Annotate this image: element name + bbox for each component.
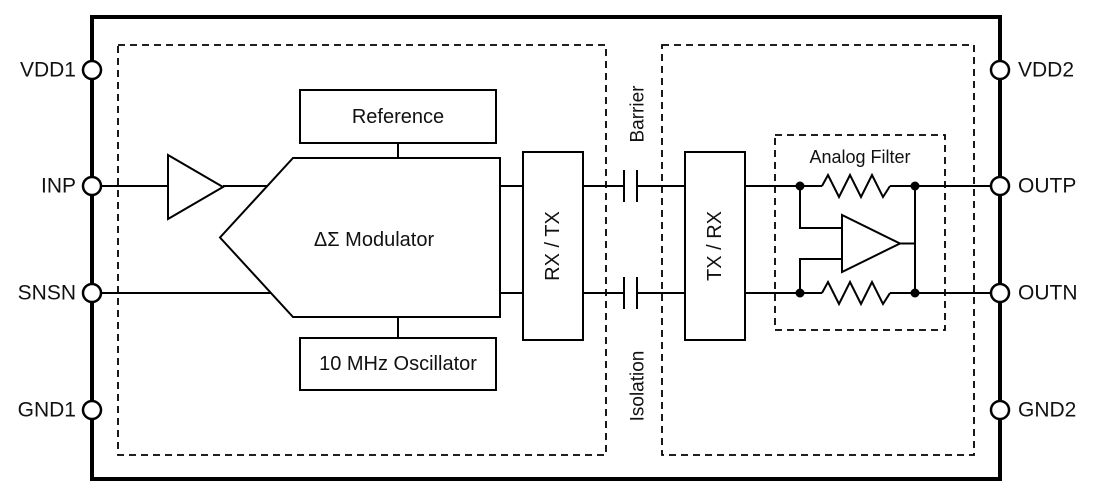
tx-rx-label: TX / RX <box>704 211 726 281</box>
reference-block <box>299 89 497 144</box>
reference-label: Reference <box>352 106 444 128</box>
pin-label-inp: INP <box>41 175 76 198</box>
pin-label-gnd2: GND2 <box>1018 399 1076 422</box>
oscillator-block <box>299 337 497 391</box>
pin-vdd1 <box>81 59 103 81</box>
junction-dot <box>795 288 805 298</box>
pin-inp <box>81 175 103 197</box>
pin-outn <box>989 282 1011 304</box>
junction-dot <box>910 288 920 298</box>
junction-dot <box>910 181 920 191</box>
wire-opamp-input-bottom <box>799 258 842 293</box>
oscillator-label: 10 MHz Oscillator <box>319 353 477 375</box>
tx-rx-block <box>684 151 746 341</box>
pin-label-snsn: SNSN <box>18 282 76 305</box>
pin-label-outn: OUTN <box>1018 282 1078 305</box>
pin-vdd2 <box>989 59 1011 81</box>
pin-label-vdd1: VDD1 <box>20 59 76 82</box>
left-pins: VDD1 INP SNSN GND1 <box>18 59 103 422</box>
pin-gnd1 <box>81 399 103 421</box>
analog-filter-block <box>774 134 946 331</box>
pin-label-gnd1: GND1 <box>18 399 76 422</box>
rx-tx-label: RX / TX <box>542 211 564 281</box>
delta-sigma-modulator-block <box>218 157 501 318</box>
rx-tx-block <box>522 151 584 341</box>
pin-outp <box>989 175 1011 197</box>
junction-dot <box>795 181 805 191</box>
pin-gnd2 <box>989 399 1011 421</box>
filter-resistor-bottom-symbol <box>821 279 891 307</box>
isolation-capacitor-bottom <box>623 277 638 309</box>
barrier-label: Barrier <box>628 85 649 143</box>
output-opamp-symbol <box>841 213 903 274</box>
output-side-dashed-region <box>661 44 975 456</box>
wire-opamp-input-top <box>799 186 842 229</box>
isolation-label: Isolation <box>628 351 649 422</box>
input-side-dashed-region <box>117 44 607 456</box>
isolation-capacitor-top <box>623 170 638 202</box>
input-amplifier-symbol <box>167 153 225 221</box>
pin-label-outp: OUTP <box>1018 175 1076 198</box>
analog-filter-label: Analog Filter <box>809 147 910 167</box>
signal-wires <box>101 143 991 338</box>
filter-resistor-top-symbol <box>821 172 891 200</box>
delta-sigma-modulator-label: ΔΣ Modulator <box>314 229 435 251</box>
right-pins: VDD2 OUTP OUTN GND2 <box>989 59 1078 422</box>
pin-snsn <box>81 282 103 304</box>
pin-label-vdd2: VDD2 <box>1018 59 1074 82</box>
